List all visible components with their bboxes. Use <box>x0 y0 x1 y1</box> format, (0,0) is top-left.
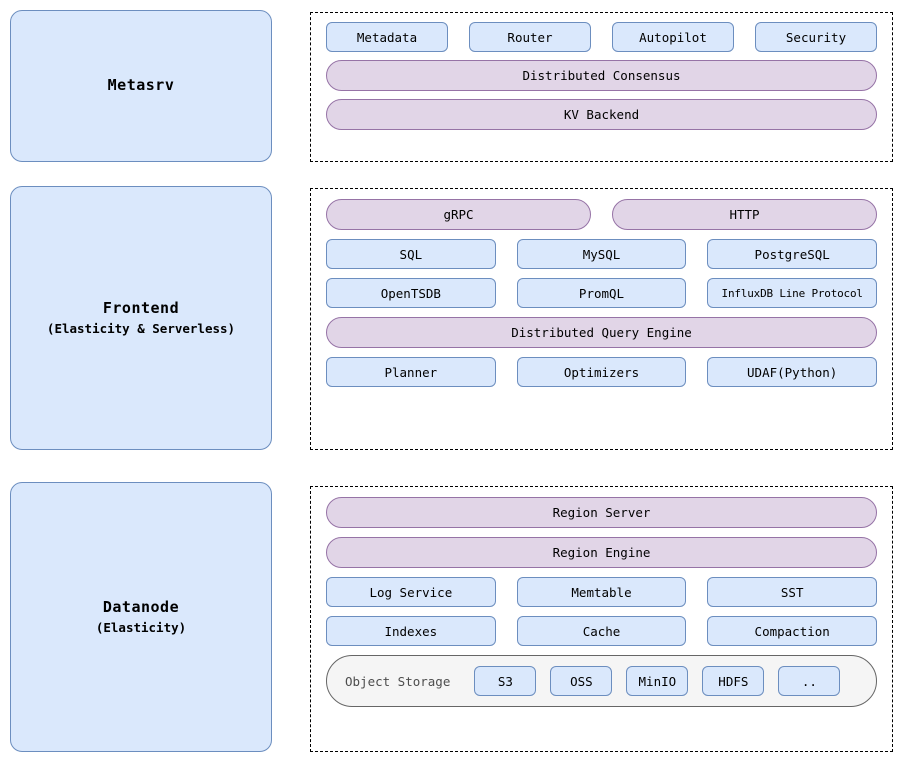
object-storage-label: Object Storage <box>345 673 451 689</box>
row-metasrv-kv: KV Backend <box>326 99 877 130</box>
panel-rows-metasrv: Metadata Router Autopilot Security Distr… <box>311 13 892 161</box>
panel-rows-frontend: gRPC HTTP SQL MySQL PostgreSQL OpenTSDB … <box>311 189 892 449</box>
pill-grpc[interactable]: gRPC <box>326 199 591 230</box>
chip-metadata[interactable]: Metadata <box>326 22 448 52</box>
chip-memtable[interactable]: Memtable <box>516 577 687 607</box>
chip-udaf-python[interactable]: UDAF(Python) <box>707 357 878 387</box>
chip-cache[interactable]: Cache <box>516 616 687 646</box>
row-datanode-storage-parts-2: Indexes Cache Compaction <box>326 616 878 646</box>
chip-influxdb-line-protocol[interactable]: InfluxDB Line Protocol <box>707 278 878 308</box>
node-subtitle-frontend: (Elasticity & Serverless) <box>46 320 236 336</box>
chip-sst[interactable]: SST <box>707 577 878 607</box>
row-datanode-region-server: Region Server <box>326 497 877 528</box>
row-metasrv-consensus: Distributed Consensus <box>326 60 877 91</box>
row-frontend-engine-parts: Planner Optimizers UDAF(Python) <box>326 357 878 387</box>
chip-promql[interactable]: PromQL <box>516 278 687 308</box>
chip-compaction[interactable]: Compaction <box>707 616 878 646</box>
pill-region-server[interactable]: Region Server <box>326 497 877 528</box>
row-frontend-query-engine: Distributed Query Engine <box>326 317 877 348</box>
chip-opentsdb[interactable]: OpenTSDB <box>326 278 496 308</box>
node-title-frontend: Frontend <box>102 299 180 318</box>
chip-indexes[interactable]: Indexes <box>326 616 496 646</box>
chip-postgresql[interactable]: PostgreSQL <box>707 239 878 269</box>
node-title-metasrv: Metasrv <box>107 76 175 95</box>
pill-distributed-query-engine[interactable]: Distributed Query Engine <box>326 317 877 348</box>
chip-router[interactable]: Router <box>469 22 591 52</box>
panel-frontend: gRPC HTTP SQL MySQL PostgreSQL OpenTSDB … <box>310 188 893 450</box>
row-metasrv-services: Metadata Router Autopilot Security <box>326 22 877 52</box>
pill-http[interactable]: HTTP <box>612 199 877 230</box>
chip-s3[interactable]: S3 <box>474 666 537 696</box>
chip-hdfs[interactable]: HDFS <box>702 666 765 696</box>
row-frontend-query-langs-2: OpenTSDB PromQL InfluxDB Line Protocol <box>326 278 878 308</box>
node-box-datanode[interactable]: Datanode (Elasticity) <box>10 482 272 752</box>
chip-optimizers[interactable]: Optimizers <box>516 357 687 387</box>
panel-metasrv: Metadata Router Autopilot Security Distr… <box>310 12 893 162</box>
node-box-frontend[interactable]: Frontend (Elasticity & Serverless) <box>10 186 272 450</box>
panel-rows-datanode: Region Server Region Engine Log Service … <box>311 487 892 751</box>
node-box-metasrv[interactable]: Metasrv <box>10 10 272 162</box>
row-datanode-region-engine: Region Engine <box>326 537 877 568</box>
panel-datanode: Region Server Region Engine Log Service … <box>310 486 893 752</box>
chip-security[interactable]: Security <box>755 22 877 52</box>
chip-more[interactable]: .. <box>778 666 841 696</box>
row-frontend-query-langs-1: SQL MySQL PostgreSQL <box>326 239 878 269</box>
pill-region-engine[interactable]: Region Engine <box>326 537 877 568</box>
chip-minio[interactable]: MinIO <box>626 666 689 696</box>
object-storage-container: Object Storage S3 OSS MinIO HDFS .. <box>326 655 877 707</box>
chip-mysql[interactable]: MySQL <box>516 239 687 269</box>
chip-log-service[interactable]: Log Service <box>326 577 496 607</box>
pill-kv-backend[interactable]: KV Backend <box>326 99 877 130</box>
chip-autopilot[interactable]: Autopilot <box>612 22 734 52</box>
chip-sql[interactable]: SQL <box>326 239 496 269</box>
node-title-datanode: Datanode <box>102 598 180 617</box>
row-frontend-protocols: gRPC HTTP <box>326 199 877 230</box>
chip-oss[interactable]: OSS <box>550 666 613 696</box>
node-subtitle-datanode: (Elasticity) <box>95 619 187 635</box>
pill-distributed-consensus[interactable]: Distributed Consensus <box>326 60 877 91</box>
chip-planner[interactable]: Planner <box>326 357 496 387</box>
row-datanode-storage-parts-1: Log Service Memtable SST <box>326 577 878 607</box>
